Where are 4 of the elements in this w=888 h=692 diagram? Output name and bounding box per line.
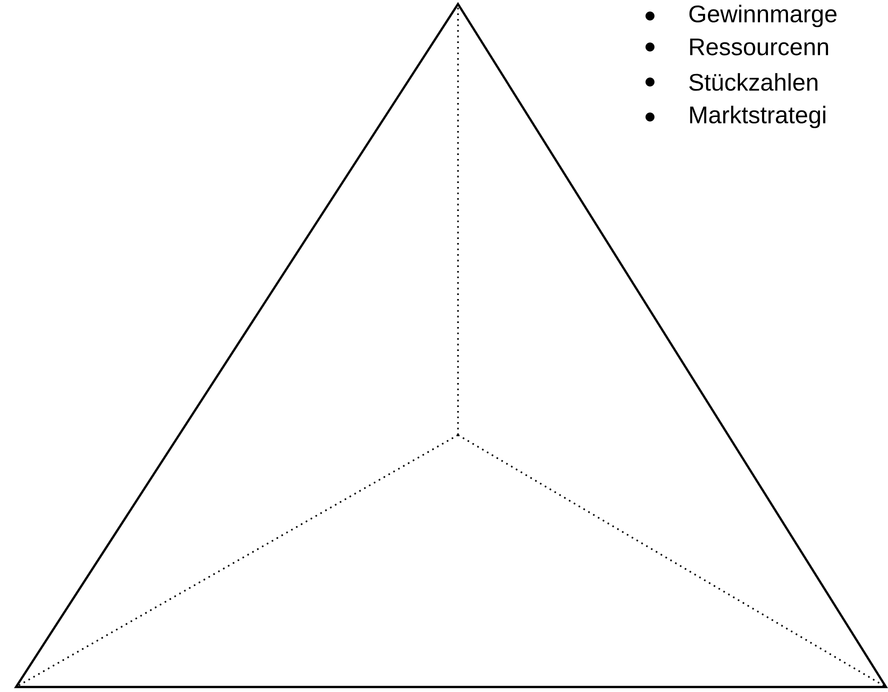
bullet-item: Stückzahlen bbox=[646, 73, 818, 91]
bullet-item: Marktstrategi bbox=[646, 106, 826, 128]
bullet-item: Gewinnmarge bbox=[646, 4, 837, 28]
bullet-item: Ressourcenn bbox=[646, 38, 828, 56]
